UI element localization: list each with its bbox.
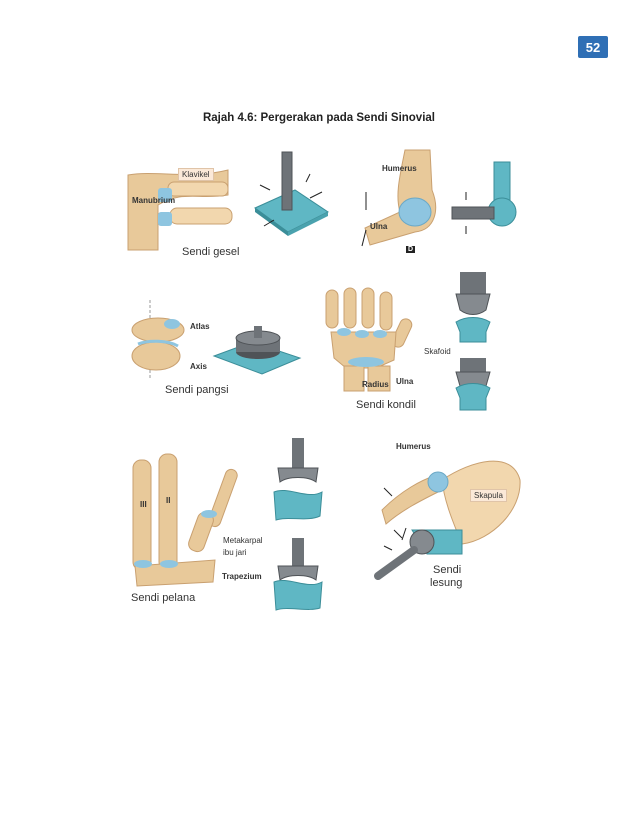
- hinge-joint-illustration: [361, 149, 437, 247]
- joint-label-pelana: Sendi pelana: [131, 592, 196, 604]
- saddle-joint-model: [273, 438, 323, 611]
- joint-label-lesung-line2: lesung: [430, 577, 463, 589]
- ball-socket-joint-model: [374, 529, 463, 580]
- bone-label-radius: Radius: [362, 380, 389, 389]
- bone-label-humerus-shoulder: Humerus: [396, 442, 431, 451]
- bone-label-iii: III: [140, 500, 147, 509]
- pivot-joint-illustration: [131, 300, 185, 380]
- saddle-joint-illustration: [132, 453, 238, 587]
- bone-label-humerus-elbow: Humerus: [382, 164, 417, 173]
- condyloid-joint-model: [455, 272, 491, 411]
- bone-label-ibu-jari: ibu jari: [223, 548, 247, 557]
- bone-label-klavikel: Klavikel: [178, 168, 214, 181]
- bone-label-manubrium: Manubrium: [132, 196, 176, 205]
- bone-label-ulna-elbow: Ulna: [370, 222, 388, 231]
- bone-label-trapezium: Trapezium: [222, 572, 262, 581]
- gliding-joint-illustration: [127, 169, 233, 251]
- pivot-joint-model: [212, 326, 302, 375]
- bone-label-ii: II: [166, 496, 171, 505]
- bone-label-metakarpal: Metakarpal: [223, 536, 263, 545]
- figure-tag-d: D: [406, 246, 416, 253]
- joint-label-kondil: Sendi kondil: [356, 399, 416, 411]
- ball-socket-joint-illustration: [381, 460, 521, 545]
- joint-label-gesel: Sendi gesel: [182, 246, 240, 258]
- bone-label-atlas: Atlas: [190, 322, 210, 331]
- bone-label-ulna-wrist: Ulna: [396, 377, 414, 386]
- bone-label-skafoid: Skafoid: [424, 347, 451, 356]
- condyloid-joint-illustration: [325, 287, 413, 392]
- page-number-badge: 52: [578, 36, 608, 58]
- bone-label-skapula: Skapula: [470, 489, 507, 502]
- joint-label-pangsi: Sendi pangsi: [165, 384, 229, 396]
- hinge-joint-model: [451, 161, 517, 234]
- joint-label-lesung-line1: Sendi: [433, 564, 462, 576]
- gliding-joint-model: [254, 151, 329, 236]
- figure-title: Rajah 4.6: Pergerakan pada Sendi Sinovia…: [202, 112, 435, 124]
- bone-label-axis: Axis: [190, 362, 207, 371]
